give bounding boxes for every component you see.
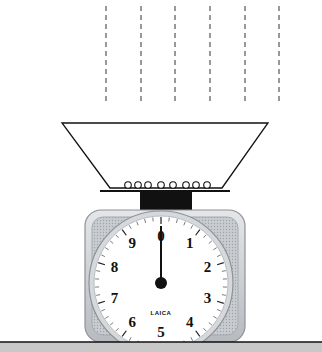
bead <box>193 182 200 189</box>
dial-tick <box>122 331 126 337</box>
dial-number: 8 <box>111 260 119 275</box>
dial-tick <box>110 323 113 326</box>
dial-number: 4 <box>186 315 194 330</box>
dial-number: 0 <box>157 229 165 244</box>
dial-tick <box>184 222 185 226</box>
dial-tick <box>217 309 221 311</box>
dial-tick <box>98 301 105 303</box>
dial-tick <box>129 337 131 341</box>
bead <box>125 182 132 189</box>
dial-number: 2 <box>204 260 212 275</box>
dial-tick <box>209 241 212 244</box>
dial-tick <box>152 218 154 222</box>
dial-tick <box>223 286 227 287</box>
dial-number: 5 <box>157 325 165 340</box>
dial-tick <box>110 241 113 244</box>
dial-tick <box>95 286 99 287</box>
dial-tick <box>129 225 131 229</box>
dial-tick <box>203 328 206 331</box>
falling-lines <box>106 6 279 102</box>
dial-tick <box>222 270 226 272</box>
dial-tick <box>213 248 216 250</box>
bead <box>204 182 211 189</box>
pan-line <box>100 190 230 192</box>
ground-bar <box>0 342 322 352</box>
dial-rim <box>89 211 233 352</box>
dial-number: 1 <box>186 236 194 251</box>
ground-line <box>0 341 322 343</box>
dial-tick <box>105 316 108 318</box>
dial-tick <box>101 309 105 311</box>
bead <box>170 182 177 189</box>
dial-tick <box>144 219 146 223</box>
dial-tick <box>116 328 119 331</box>
beads <box>125 182 211 189</box>
dial-tick <box>196 230 200 236</box>
dial-tick <box>137 222 138 226</box>
dial-number: 9 <box>128 236 136 251</box>
dial-tick <box>96 270 100 272</box>
dial-tick <box>160 217 161 224</box>
dial-face <box>94 216 228 350</box>
dial-tick <box>217 301 224 303</box>
dial-tick <box>222 294 226 296</box>
dial-tick <box>98 263 105 265</box>
needle-hub <box>155 277 167 289</box>
dial-number: 6 <box>128 315 136 330</box>
dial-ticks <box>95 217 227 349</box>
dial-tick <box>217 255 221 257</box>
dial-tick <box>217 263 224 265</box>
bead <box>135 182 142 189</box>
dial-tick <box>95 278 99 279</box>
dial-tick <box>168 218 170 222</box>
dial-number: 3 <box>204 291 212 306</box>
dial-tick <box>191 225 193 229</box>
dial-tick <box>116 235 119 238</box>
brand-name: LAICA <box>151 310 172 316</box>
dial-tick <box>209 323 212 326</box>
dial-tick <box>196 331 200 337</box>
bead <box>145 182 152 189</box>
dial-tick <box>105 248 108 250</box>
dial-tick <box>122 230 126 236</box>
dial-tick <box>96 294 100 296</box>
dial-tick <box>213 316 216 318</box>
dial-tick <box>223 278 227 279</box>
dial-tick <box>101 255 105 257</box>
dial-tick <box>176 219 178 223</box>
bead <box>158 182 165 189</box>
dial-number: 7 <box>111 291 119 306</box>
dial-tick <box>191 337 193 341</box>
dial-tick <box>203 235 206 238</box>
funnel-container <box>62 123 268 188</box>
bead <box>183 182 190 189</box>
